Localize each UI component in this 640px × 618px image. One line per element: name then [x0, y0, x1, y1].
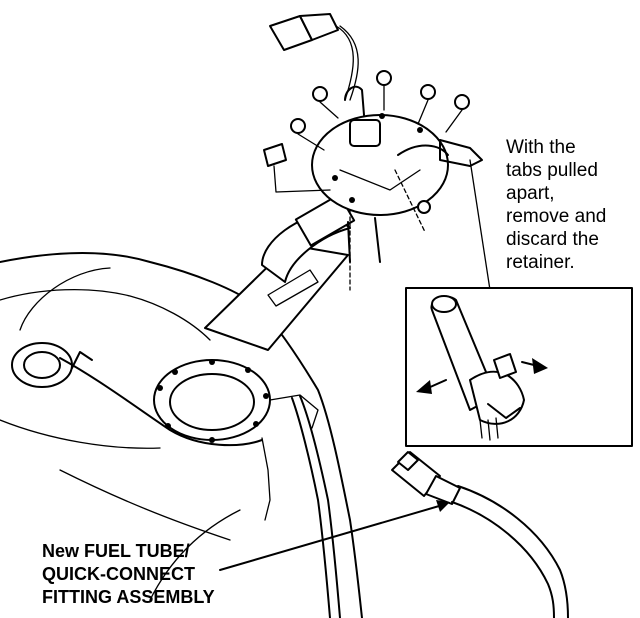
- fuel-pump-unit: [204, 193, 381, 351]
- pump-flange: [311, 85, 483, 216]
- tank-hose-2: [299, 395, 341, 618]
- retainer-instruction-line: With the: [506, 137, 576, 158]
- mounting-nuts: [290, 70, 470, 151]
- retainer-instruction-line: discard the: [506, 229, 599, 250]
- retainer-instruction-line: tabs pulled: [506, 160, 598, 181]
- fuel-tube-label-line: FITTING ASSEMBLY: [42, 587, 215, 607]
- retainer-leader-line: [469, 159, 491, 291]
- retainer-instruction-line: apart,: [506, 183, 555, 204]
- fuel-tube-label: New FUEL TUBE/ QUICK-CONNECT FITTING ASS…: [42, 540, 215, 609]
- left-sender-port: [11, 342, 263, 447]
- retainer-inset: [405, 287, 633, 447]
- fuel-tube-label-line: New FUEL TUBE/: [42, 541, 190, 561]
- fuel-tube-label-line: QUICK-CONNECT: [42, 564, 195, 584]
- quick-connect-fitting: [391, 451, 569, 618]
- retainer-instruction-line: retainer.: [506, 252, 575, 273]
- pump-opening: [153, 359, 319, 521]
- electrical-connector: [269, 13, 359, 101]
- leader-arrowhead: [436, 500, 450, 512]
- dashed-guide-lines: [349, 169, 426, 291]
- retainer-instruction-line: remove and: [506, 206, 607, 227]
- tank-hose: [291, 397, 331, 618]
- retainer-instruction: With the tabs pulled apart, remove and d…: [506, 136, 606, 274]
- gasket-clip: [263, 143, 331, 193]
